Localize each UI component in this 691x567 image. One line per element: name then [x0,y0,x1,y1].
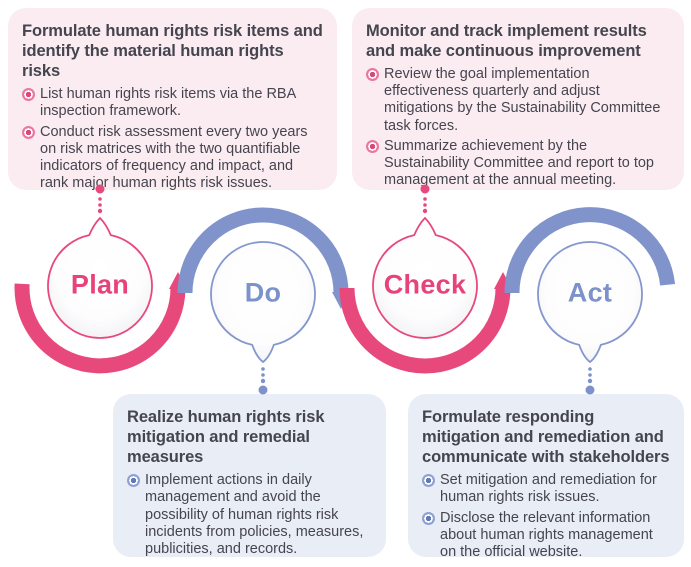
plan-box-title: Formulate human rights risk items and id… [22,22,323,81]
act-box-title: Formulate responding mitigation and reme… [422,408,670,467]
list-item: Implement actions in daily management an… [127,472,374,558]
bullet-text: Conduct risk assessment every two years … [40,123,308,191]
bullet-text: List human rights risk items via the RBA… [40,86,296,120]
bullet-dot-icon [22,88,35,102]
act-label: Act [567,277,613,308]
bullet-dot-icon [22,125,35,139]
do-box-title: Realize human rights risk mitigation and… [127,408,325,467]
bullet-text: Set mitigation and remediation for human… [440,472,657,506]
list-item: Summarize achievement by the Sustainabil… [366,138,672,189]
check-to-act-arrow-icon [494,272,512,289]
bullet-dot-icon [422,511,435,525]
plan-label: Plan [70,269,130,300]
bullet-dot-icon [366,139,379,153]
bullet-text: Summarize achievement by the Sustainabil… [384,137,654,188]
bullet-text: Implement actions in daily management an… [145,472,364,557]
plan-to-do-arrow-icon [169,272,187,289]
do-connector-dots [258,367,268,395]
list-item: Disclose the relevant information about … [422,510,672,561]
bullet-text: Disclose the relevant information about … [440,509,653,560]
bullet-dot-icon [366,68,379,82]
bullet-dot-icon [422,474,435,488]
check-info-box: Monitor and track implement results and … [352,8,684,190]
do-to-check-arrow-icon [332,292,350,309]
do-info-box: Realize human rights risk mitigation and… [113,394,386,557]
check-box-title: Monitor and track implement results and … [366,22,647,61]
bullet-text: Review the goal implementation effective… [384,66,661,134]
plan-info-box: Formulate human rights risk items and id… [8,8,337,192]
list-item: Review the goal implementation effective… [366,66,672,134]
list-item: List human rights risk items via the RBA… [22,86,325,120]
list-item: Set mitigation and remediation for human… [422,472,672,506]
act-info-box: Formulate responding mitigation and reme… [408,394,684,560]
bullet-dot-icon [127,474,140,488]
act-connector-dots [585,367,595,395]
list-item: Conduct risk assessment every two years … [22,124,325,192]
do-label: Do [244,277,282,308]
check-label: Check [383,269,467,300]
